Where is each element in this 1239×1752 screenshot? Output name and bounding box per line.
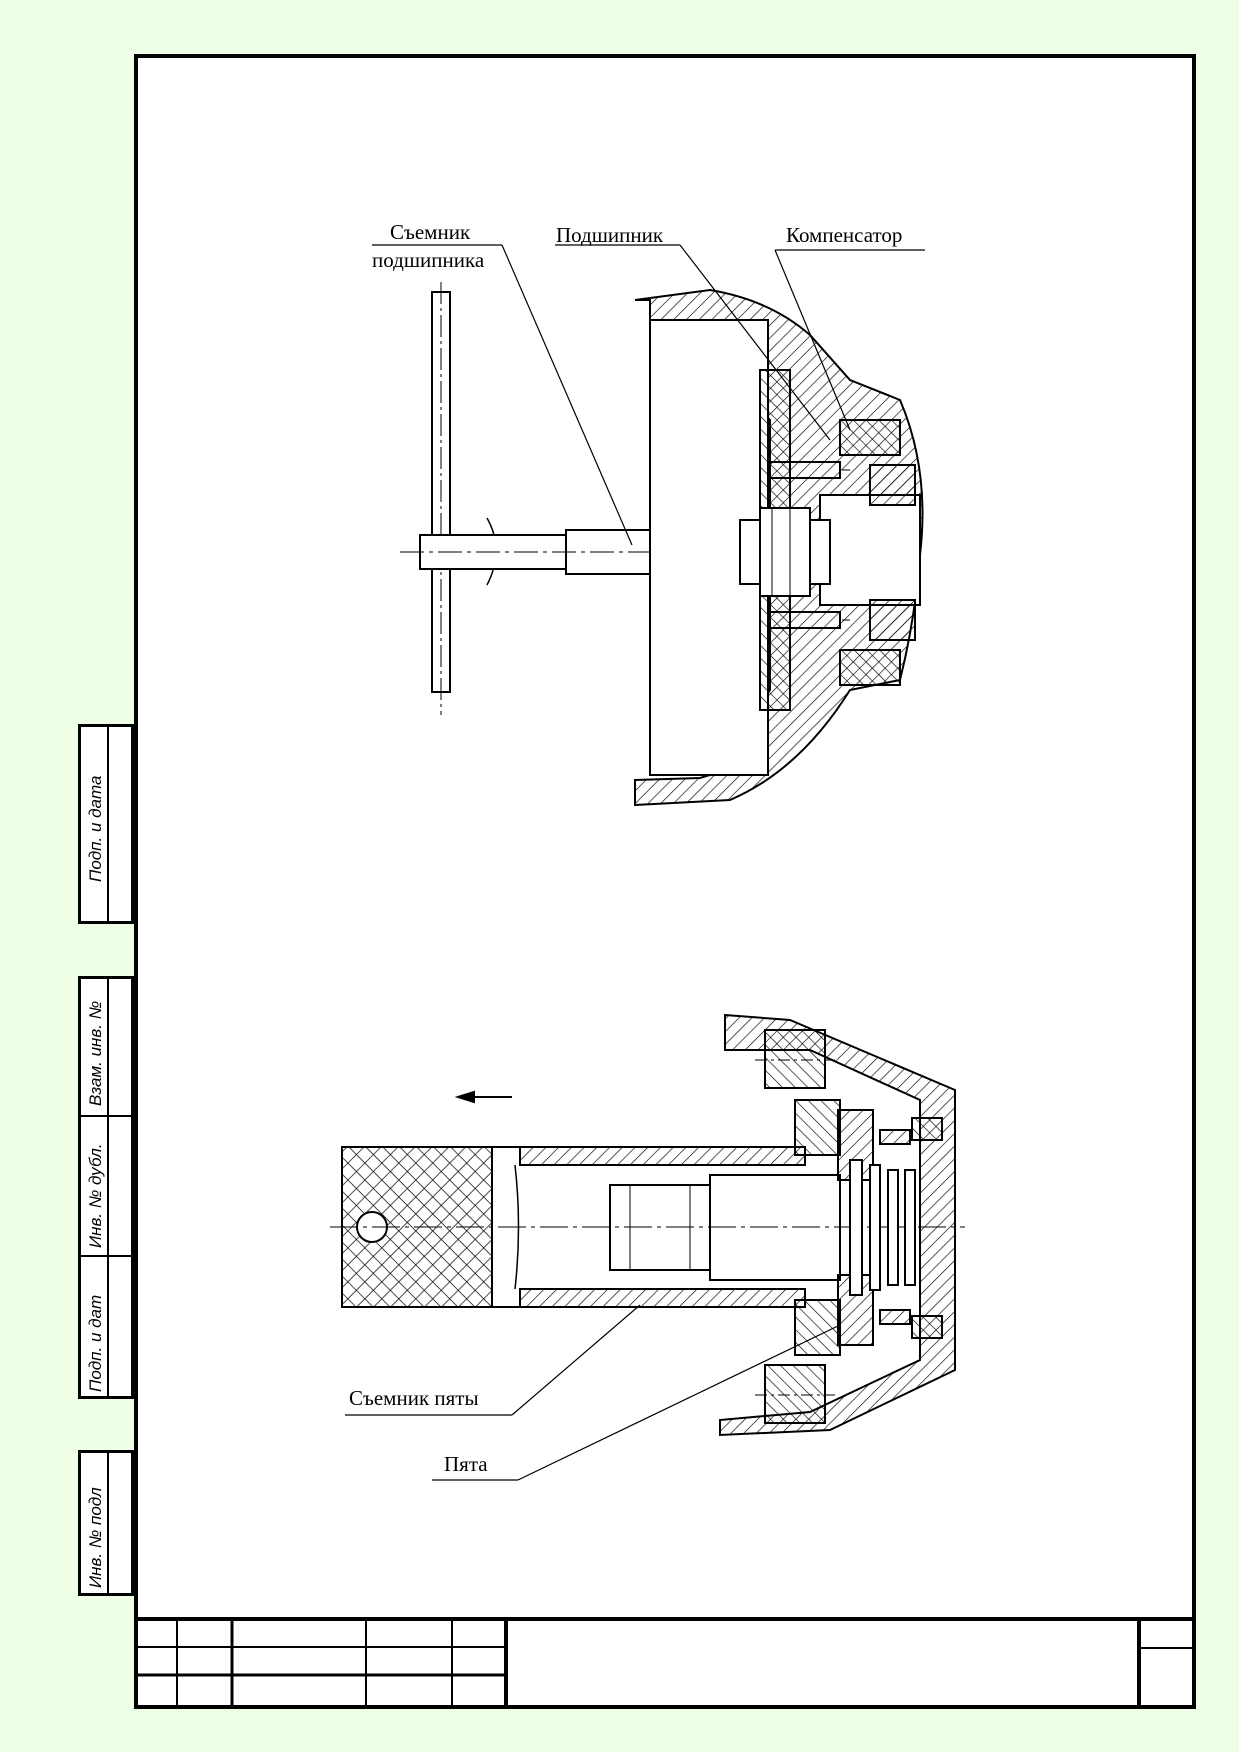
label-heel: Пята [444,1452,488,1476]
heel-puller-assembly [330,1013,965,1437]
stamp-text-dup-inv: Инв. № дубл. [86,1143,105,1248]
stamp-column [81,727,109,921]
label-heel-puller: Съемник пяты [349,1386,479,1410]
label-bearing-puller-line1: Съемник [390,220,471,244]
stamp-divider [78,1255,134,1257]
stamp-text-sign-date-1: Подп. и дата [86,775,105,882]
label-bearing: Подшипник [556,223,664,247]
stamp-divider [78,1115,134,1117]
stamp-text-original-inv: Инв. № подл [86,1487,105,1588]
title-block [134,1617,1196,1709]
bearing-puller-assembly [400,282,924,807]
stamp-column [81,1453,109,1593]
leader-lines [345,244,925,1481]
stamp-sign-date-1 [78,724,134,924]
label-compensator: Компенсатор [786,223,903,247]
stamp-text-sign-date-2: Подп. и дат [86,1294,105,1392]
label-bearing-puller-line2: подшипника [372,248,485,272]
stamp-original-inv [78,1450,134,1596]
stamp-text-replaced-inv: Взам. инв. № [86,1000,105,1106]
stamp-column [81,979,109,1396]
stamp-inventory-block [78,976,134,1399]
